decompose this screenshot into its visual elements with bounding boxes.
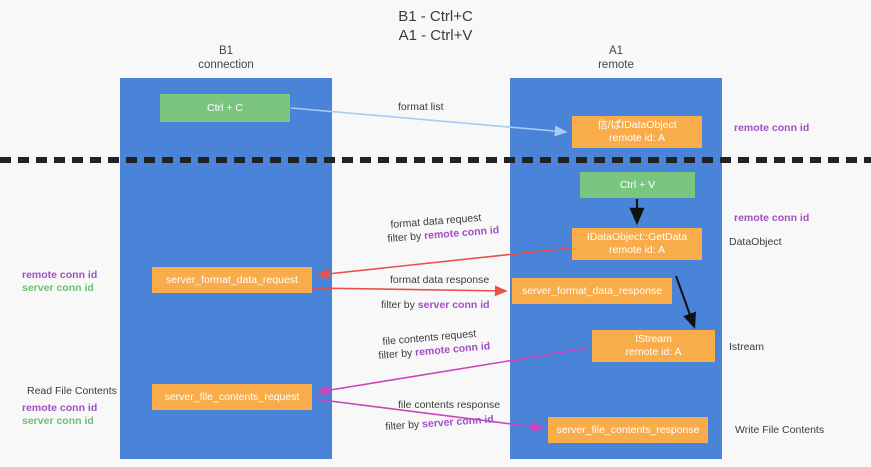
filter-key-server-conn-id: server conn id: [421, 413, 495, 431]
page-title: B1 - Ctrl+C A1 - Ctrl+V: [0, 7, 871, 45]
edge-label-file-contents-response-filter: filter by server conn id: [385, 413, 494, 434]
node-server-format-data-response-label: server_format_data_response: [521, 284, 663, 297]
lane-header-b1: B1 connection: [120, 44, 332, 72]
edge-label-file-contents-response: file contents response: [398, 399, 501, 411]
filter-prefix: filter by: [378, 346, 416, 362]
node-idataobject-getdata[interactable]: IDataObject::GetData remote id: A: [572, 228, 702, 260]
lane-header-a1-sub: remote: [598, 59, 634, 71]
node-ctrl-c[interactable]: Ctrl + C: [160, 94, 290, 122]
lane-header-a1-name: A1: [608, 45, 624, 57]
filter-prefix: filter by: [385, 418, 423, 433]
annotation-remote-conn-id-top: remote conn id: [734, 122, 810, 134]
annotation-left2-server-conn-id: server conn id: [22, 415, 94, 427]
lane-header-a1: A1 remote: [510, 44, 722, 72]
title-line-1: B1 - Ctrl+C: [398, 8, 473, 25]
node-server-format-data-request-label: server_format_data_request: [166, 273, 298, 286]
filter-prefix: filter by: [381, 299, 418, 311]
node-getdata-line1: IDataObject::GetData: [586, 231, 688, 243]
node-getdata-line2: remote id: A: [608, 244, 666, 256]
lane-header-b1-name: B1: [218, 45, 234, 57]
edge-label-format-data-response-filter: filter by server conn id: [381, 299, 490, 312]
phase-divider: [0, 157, 871, 163]
title-line-2: A1 - Ctrl+V: [398, 27, 473, 44]
edge-label-format-data-response: format data response: [390, 274, 490, 286]
node-idataobject[interactable]: 信/ぱIDataObject remote id: A: [572, 116, 702, 148]
node-server-file-contents-response[interactable]: server_file_contents_response: [548, 417, 708, 443]
edge-label-format-list: format list: [398, 101, 444, 113]
lane-header-b1-sub: connection: [198, 59, 254, 71]
node-ctrl-v-label: Ctrl + V: [619, 178, 656, 191]
arrow-format-data-response: [311, 285, 508, 297]
annotation-left-server-conn-id: server conn id: [22, 282, 94, 294]
node-ctrl-v[interactable]: Ctrl + V: [580, 172, 695, 198]
node-server-file-contents-request-label: server_file_contents_request: [164, 390, 300, 403]
node-ctrl-c-label: Ctrl + C: [207, 101, 243, 114]
annotation-istream: Istream: [729, 341, 765, 353]
node-istream[interactable]: IStream remote id: A: [592, 330, 715, 362]
annotation-left2-remote-conn-id: remote conn id: [22, 402, 98, 414]
node-server-format-data-response[interactable]: server_format_data_response: [512, 278, 672, 304]
annotation-remote-conn-id-mid: remote conn id: [734, 212, 810, 224]
node-idataobject-line2: remote id: A: [608, 132, 666, 144]
annotation-dataobject: DataObject: [729, 236, 782, 248]
node-server-file-contents-request[interactable]: server_file_contents_request: [152, 384, 312, 410]
node-server-file-contents-response-label: server_file_contents_response: [556, 423, 700, 436]
annotation-left-remote-conn-id: remote conn id: [22, 269, 98, 281]
node-server-format-data-request[interactable]: server_format_data_request: [152, 267, 312, 293]
annotation-read-file-contents: Read File Contents: [27, 385, 117, 397]
node-istream-line1: IStream: [635, 333, 672, 345]
filter-key-server-conn-id: server conn id: [417, 299, 490, 311]
annotation-write-file-contents: Write File Contents: [735, 424, 825, 436]
node-istream-line2: remote id: A: [625, 346, 682, 358]
node-idataobject-line1: 信/ぱIDataObject: [597, 119, 677, 131]
filter-prefix: filter by: [387, 230, 425, 245]
